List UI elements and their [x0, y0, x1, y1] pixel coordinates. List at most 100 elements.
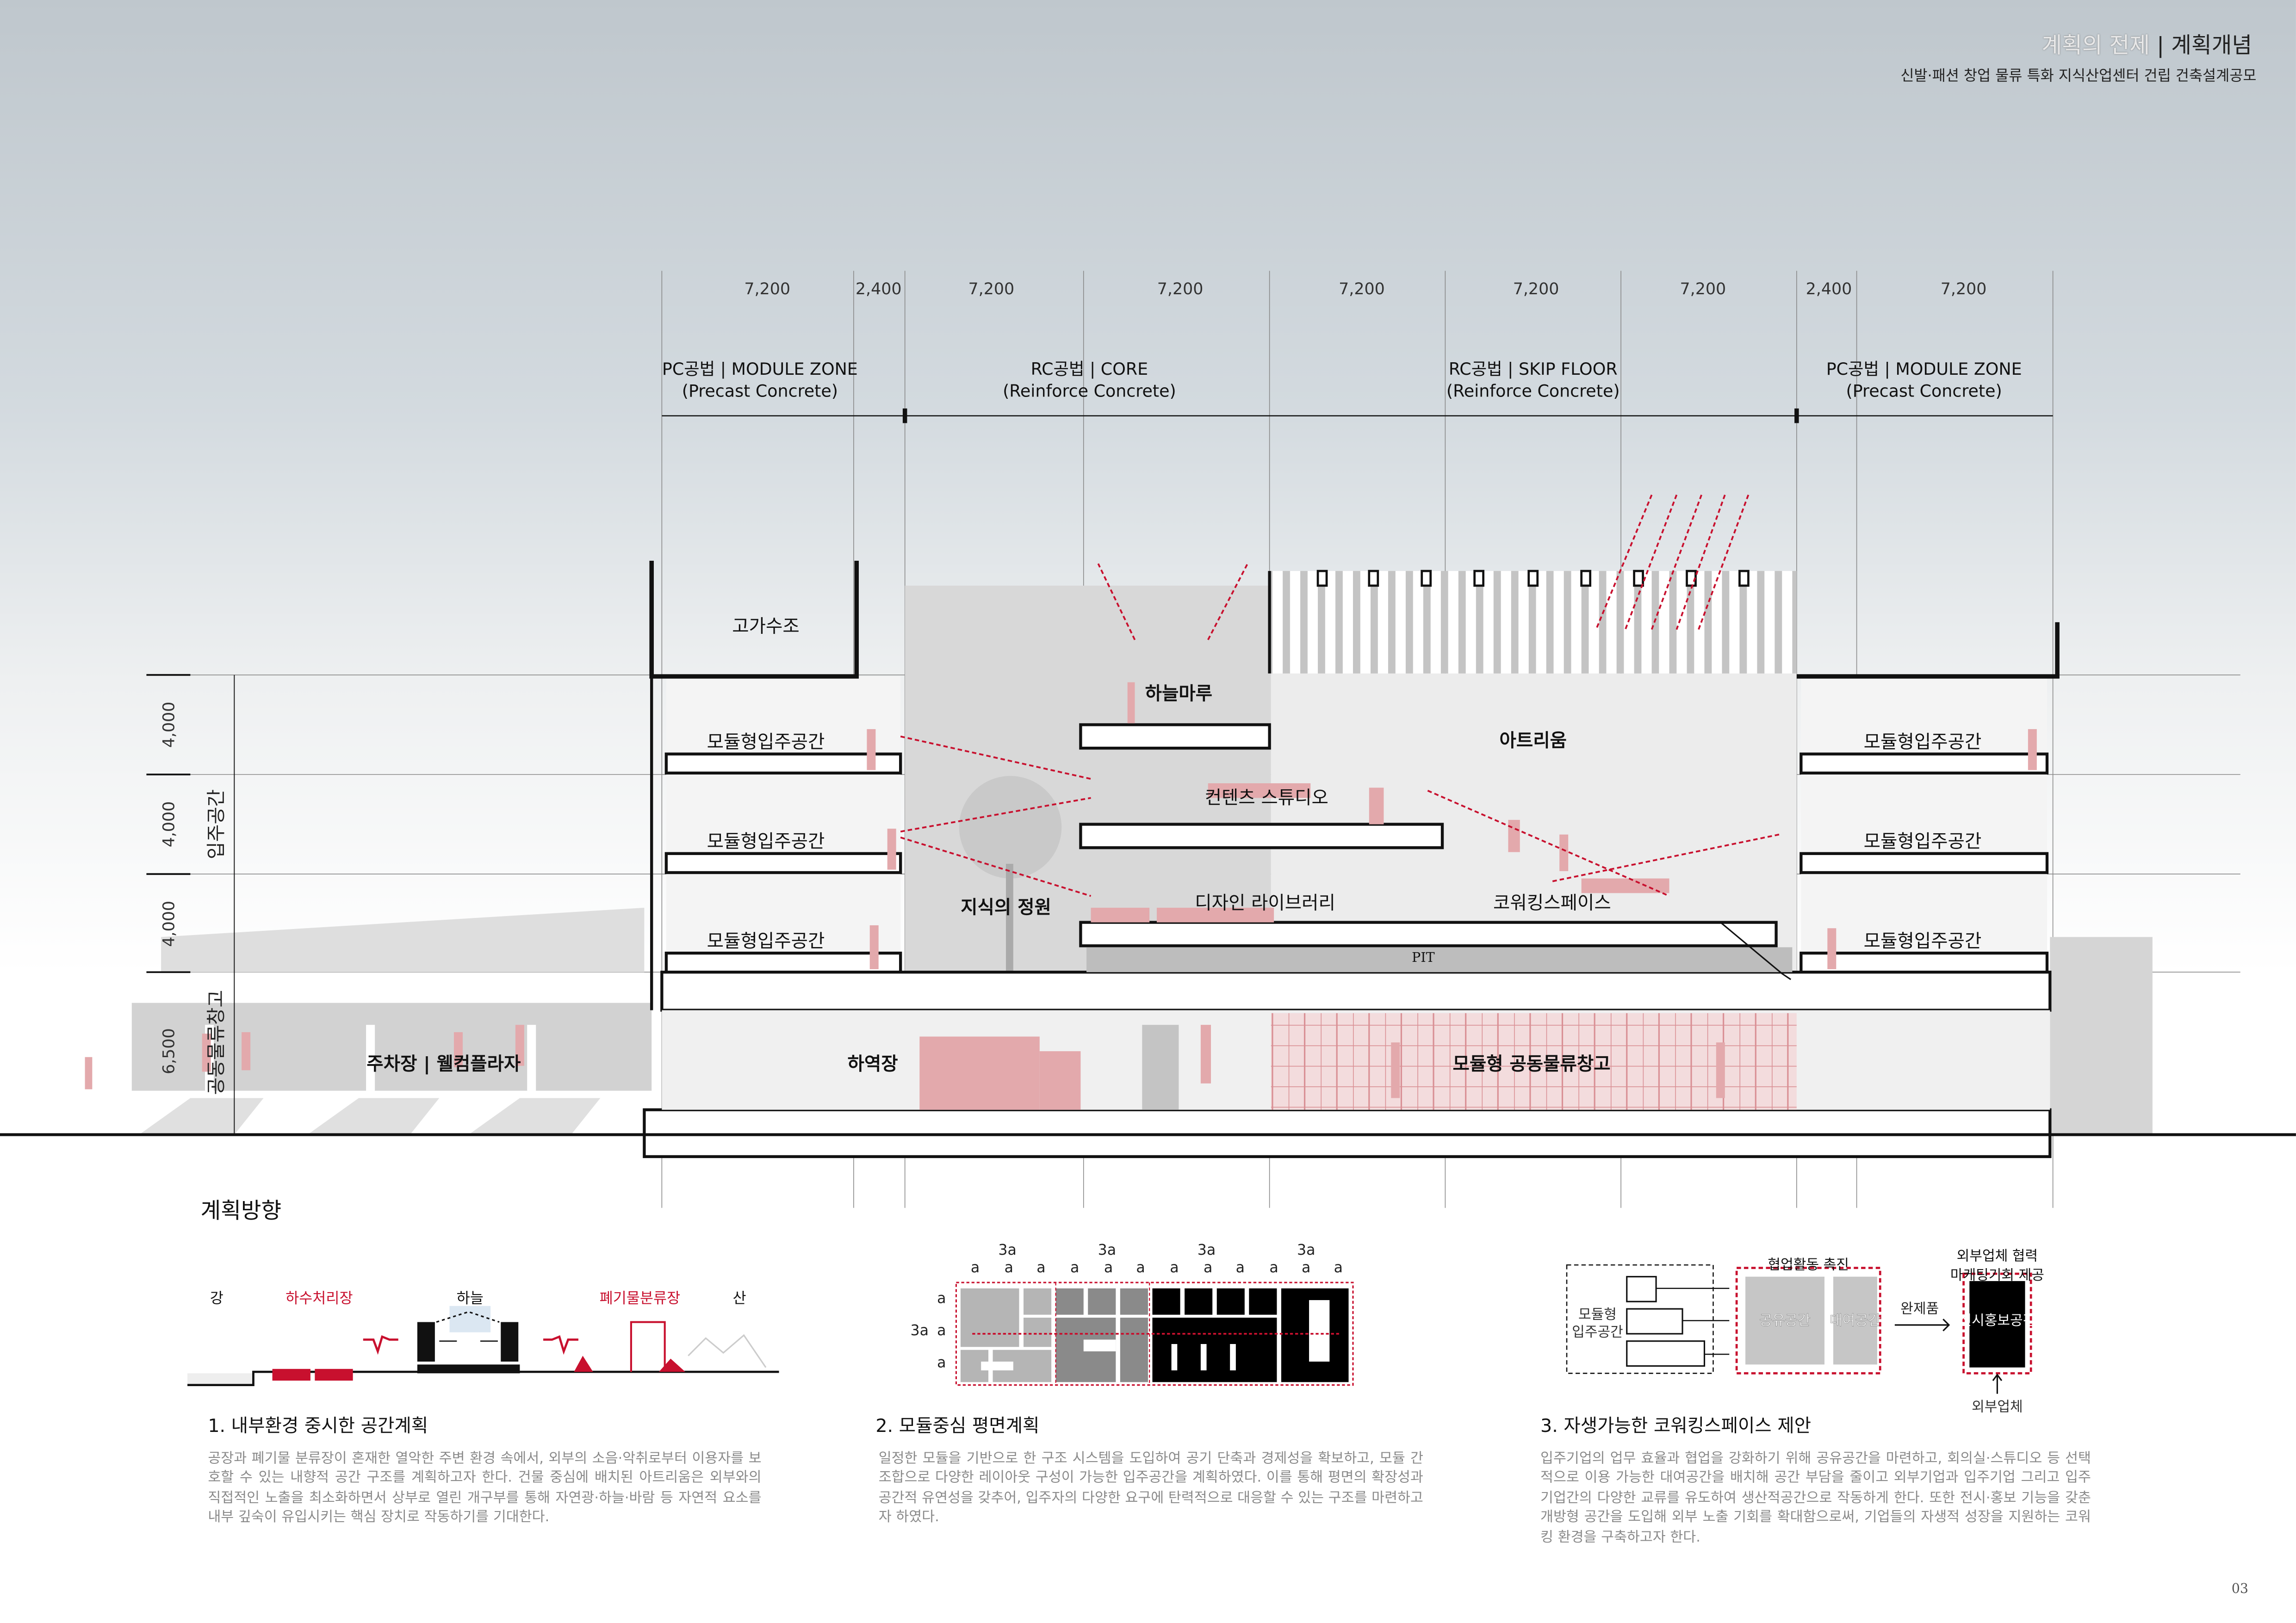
d2-label: a: [1170, 1259, 1179, 1276]
title-prefix: 계획의 전제: [2042, 32, 2150, 59]
parking-plaza: [85, 907, 652, 1135]
plan-item-text: 입주기업의 업무 효율과 협업을 강화하기 위해 공유공간을 마련하고, 회의실…: [1540, 1451, 2091, 1546]
d2-label: 3a: [1198, 1242, 1216, 1258]
zone-subtitle: (Precast Concrete): [682, 381, 838, 401]
diagram-coworking: 모듈형 입주공간 협업활동 촉진 공유공간 대여공간 완제품 외부업체 협력 마…: [1566, 1248, 2044, 1415]
space-labels: 고가수조 모듈형입주공간 모듈형입주공간 모듈형입주공간 모듈형입주공간 모듈형…: [366, 616, 1981, 1075]
span-dimensions: 7,200 2,400 7,200 7,200 7,200 7,200 7,20…: [744, 280, 1986, 298]
d2-label: a: [1070, 1259, 1079, 1276]
d1-label-sky: 하늘: [457, 1290, 484, 1307]
label-loading-dock: 하역장: [847, 1053, 898, 1075]
level-group-label: 입주공간: [205, 789, 227, 859]
slabs: [643, 561, 2060, 1158]
d3-module-label: 입주공간: [1572, 1324, 1623, 1340]
plan-item-title: 2. 모듈중심 평면계획: [875, 1414, 1040, 1437]
flow-arrows: [900, 494, 1780, 897]
zone-labels: PC공법 | MODULE ZONE (Precast Concrete) RC…: [662, 359, 2022, 401]
zone-subtitle: (Reinforce Concrete): [1003, 381, 1176, 401]
d1-label-sewage: 하수처리장: [285, 1290, 353, 1307]
plan-item-text: 일정한 모듈을 기반으로 한 구조 시스템을 도입하여 공기 단축과 경제성을 …: [878, 1451, 1423, 1526]
page-number: 03: [2231, 1582, 2248, 1598]
span-dimension: 7,200: [1513, 280, 1559, 298]
d1-label-mountain: 산: [733, 1290, 746, 1307]
level-dimension: 4,000: [160, 702, 179, 748]
label-content-studio: 컨텐츠 스튜디오: [1205, 787, 1328, 808]
plan-item-title: 3. 자생가능한 코워킹스페이스 제안: [1540, 1414, 1812, 1437]
label-water-tank: 고가수조: [732, 616, 800, 637]
label-module-left: 모듈형입주공간: [707, 831, 825, 852]
d3-shared: 공유공간: [1759, 1313, 1811, 1329]
d2-label: a: [1236, 1259, 1245, 1276]
d2-label: 3a: [1098, 1242, 1117, 1258]
forklift: [1142, 1025, 1179, 1110]
d2-label: 3a: [1297, 1242, 1316, 1258]
span-dimension: 7,200: [1680, 280, 1726, 298]
d2-label: a: [1005, 1259, 1013, 1276]
label-pit: PIT: [1412, 950, 1434, 965]
page-subtitle: 신발·패션 창업 물류 특화 지식산업센터 건립 건축설계공모: [1900, 68, 2257, 85]
d2-label: a: [937, 1355, 946, 1371]
d2-label: a: [1104, 1259, 1113, 1276]
plan-item-text: 공장과 폐기물 분류장이 혼재한 열악한 주변 환경 속에서, 외부의 소음·악…: [208, 1451, 762, 1526]
d3-external: 외부업체: [1972, 1399, 2023, 1415]
d2-label: a: [937, 1322, 946, 1339]
diagram-module-plan: 3a 3a 3a 3a a a a a a a a a a a a a a 3a…: [911, 1242, 1354, 1386]
diagram-environment: 강 하수처리장 하늘 폐기물분류장 산: [187, 1290, 779, 1386]
d3-partner: 외부업체 협력: [1957, 1248, 2038, 1264]
d1-label-river: 강: [210, 1290, 223, 1307]
title-main: 계획개념: [2171, 32, 2253, 59]
span-dimension: 7,200: [1157, 280, 1204, 298]
d2-label: 3a: [998, 1242, 1017, 1258]
d2-label: a: [1302, 1259, 1310, 1276]
zone-subtitle: (Reinforce Concrete): [1446, 381, 1620, 401]
d2-label: a: [971, 1259, 980, 1276]
label-parking: 주차장 | 웰컴플라자: [366, 1053, 521, 1075]
d2-label: a: [1136, 1259, 1145, 1276]
d3-exhibit: 전시홍보공간: [1959, 1313, 2035, 1329]
span-dimension: 7,200: [744, 280, 790, 298]
label-module-left: 모듈형입주공간: [707, 930, 825, 952]
zone-title: PC공법 | MODULE ZONE: [1826, 359, 2022, 379]
zone-subtitle: (Precast Concrete): [1846, 381, 2002, 401]
d2-label: a: [937, 1290, 946, 1307]
d1-label-waste: 폐기물분류장: [600, 1290, 681, 1307]
d3-rental: 대여공간: [1830, 1313, 1881, 1329]
pit: [1086, 947, 1793, 973]
label-knowledge-garden: 지식의 정원: [961, 897, 1051, 918]
module-right-space: [1801, 676, 2047, 969]
label-atrium: 아트리움: [1499, 730, 1567, 751]
zone-title: RC공법 | CORE: [1031, 359, 1148, 379]
d2-label: a: [1036, 1259, 1045, 1276]
people-figures: [867, 682, 2037, 1098]
label-module-right: 모듈형입주공간: [1864, 831, 1982, 852]
level-dimension: 4,000: [160, 901, 179, 947]
plan-heading: 계획방향: [200, 1197, 282, 1224]
label-sky-deck: 하늘마루: [1145, 683, 1213, 705]
level-dimensions: 4,000 4,000 4,000 6,500 입주공간 공동물류창고: [146, 674, 235, 1135]
plan-item-title: 1. 내부환경 중시한 공간계획: [208, 1414, 428, 1437]
d3-partner: 마케팅기회 제공: [1950, 1267, 2044, 1283]
warehouse-racks: [1271, 1013, 1797, 1110]
d2-label: a: [1204, 1259, 1212, 1276]
d3-module-label: 모듈형: [1578, 1307, 1617, 1323]
level-group-label: 공동물류창고: [205, 990, 227, 1095]
d3-product: 완제품: [1900, 1301, 1939, 1317]
label-warehouse: 모듈형 공동물류창고: [1452, 1053, 1610, 1075]
span-dimension: 7,200: [968, 280, 1015, 298]
span-dimension: 2,400: [856, 280, 902, 298]
title-separator: |: [2157, 32, 2165, 59]
label-design-library: 디자인 라이브러리: [1195, 892, 1335, 914]
level-dimension: 6,500: [160, 1028, 179, 1074]
atrium-roof-louvers: [1271, 571, 1797, 674]
label-module-right: 모듈형입주공간: [1864, 930, 1982, 952]
level-dimension: 4,000: [160, 801, 179, 848]
d2-label: a: [1269, 1259, 1278, 1276]
d3-collab: 협업활동 촉진: [1768, 1257, 1849, 1273]
tree: [959, 776, 1062, 973]
zone-title: RC공법 | SKIP FLOOR: [1449, 359, 1618, 379]
label-coworking: 코워킹스페이스: [1493, 892, 1611, 914]
module-left-space: [666, 676, 901, 969]
span-dimension: 7,200: [1941, 280, 1987, 298]
